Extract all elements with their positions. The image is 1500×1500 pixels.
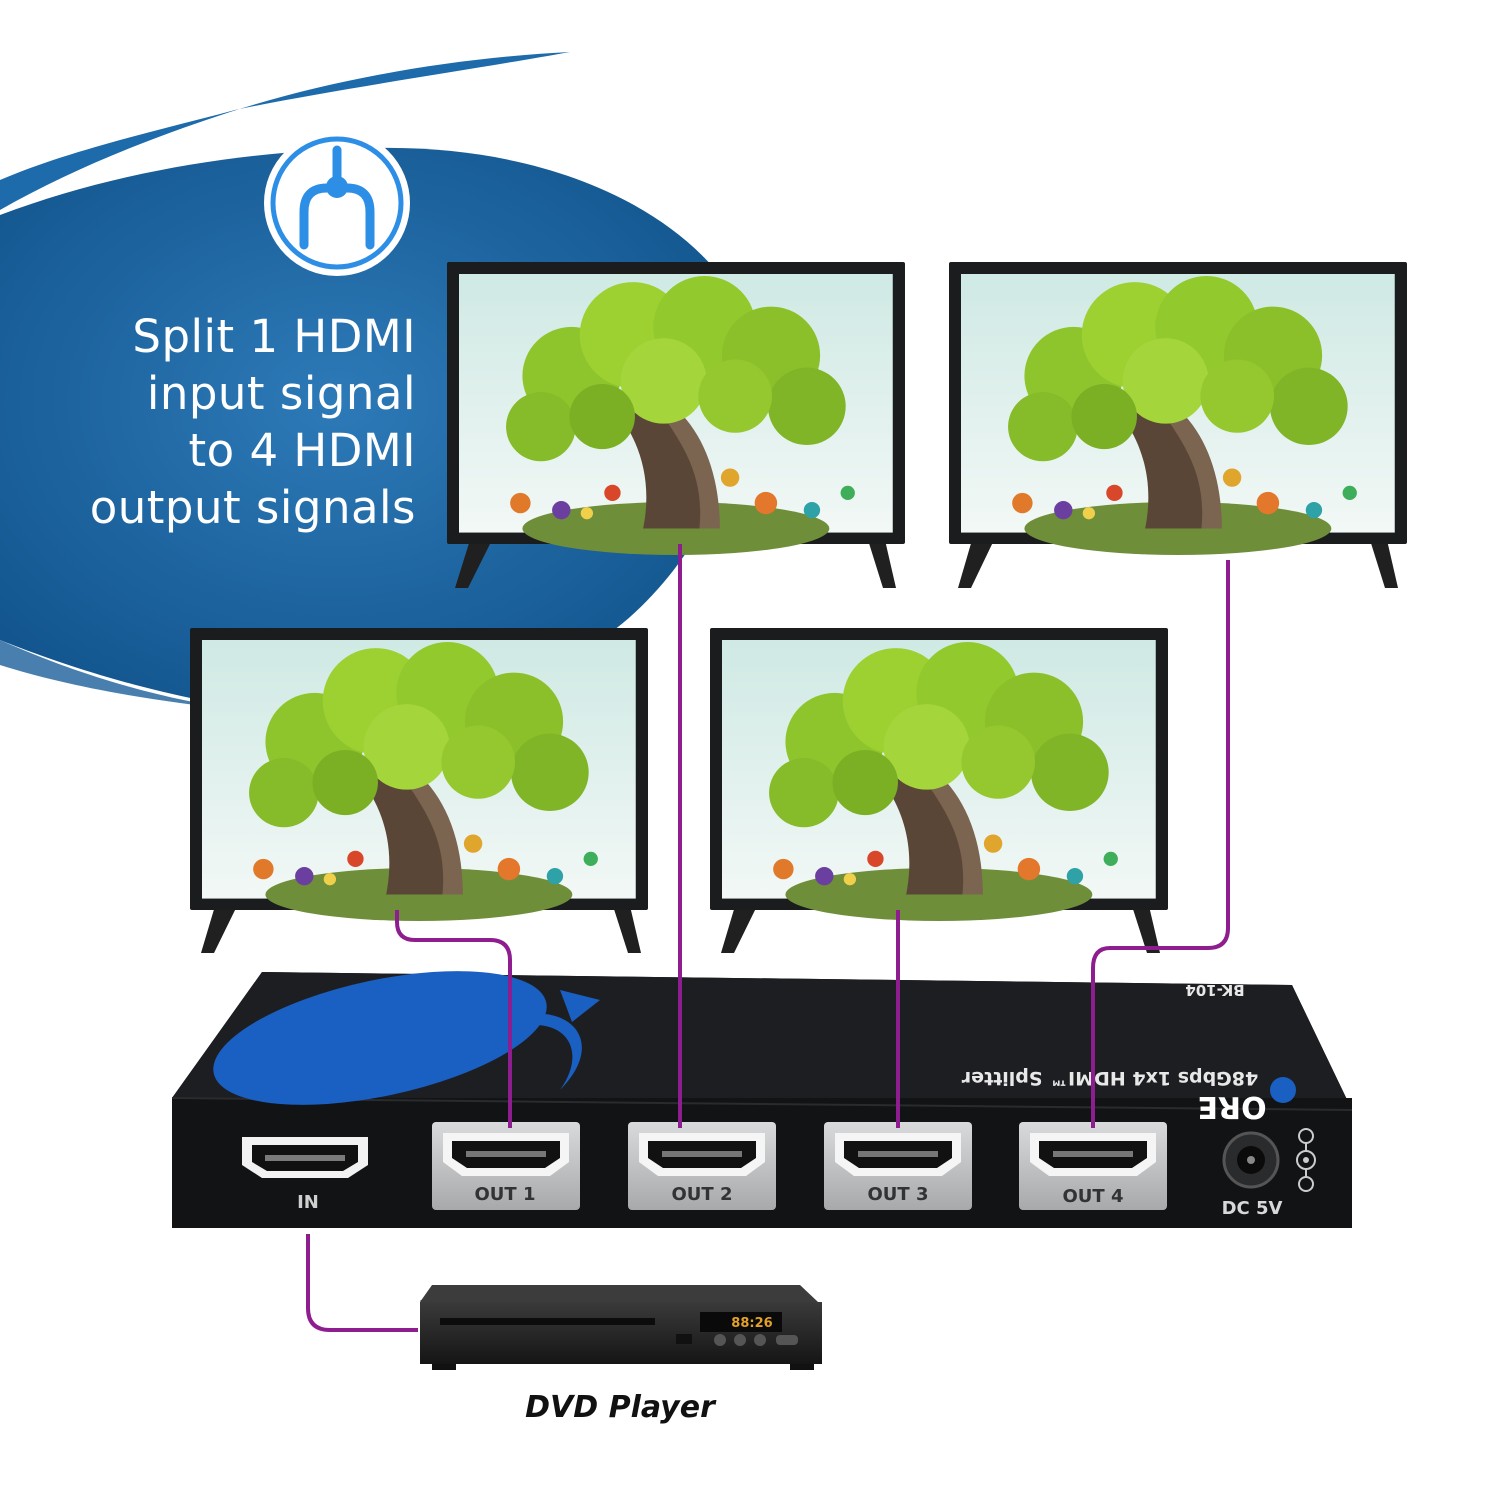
port-label-out3: OUT 3 [868, 1184, 929, 1205]
dvd-player: 88:26 [420, 1285, 822, 1370]
cable-out4 [1091, 560, 1230, 1128]
headline-line: to 4 HDMI [188, 424, 416, 477]
hdmi-out-port-2: OUT 2 [628, 1122, 776, 1210]
port-label-out2: OUT 2 [672, 1184, 733, 1205]
hdmi-in-port: IN [242, 1137, 368, 1213]
headline-line: Split 1 HDMI [132, 310, 416, 363]
hdmi-out-port-1: OUT 1 [432, 1122, 580, 1210]
tv-screen [961, 274, 1395, 555]
dvd-player-caption: DVD Player [525, 1390, 715, 1425]
port-label-out1: OUT 1 [475, 1184, 536, 1205]
tv-top-right [949, 262, 1407, 588]
tv-bottom-right [710, 628, 1168, 953]
model-label: BK-104 [1185, 981, 1244, 999]
cable-in [306, 1234, 418, 1332]
port-label-dc: DC 5V [1222, 1198, 1283, 1219]
dc-power-jack: DC 5V [1222, 1131, 1283, 1219]
cable-out1 [395, 910, 512, 1128]
disc-tray [440, 1318, 655, 1325]
tv-screen [202, 640, 636, 921]
hdmi-splitter: BK-104 48Gbps 1x4 HDMI™ Splitter ORE IN … [171, 971, 1353, 1228]
brand-badge [1270, 1077, 1296, 1103]
ore-logo [213, 971, 600, 1105]
dvd-display [700, 1312, 782, 1332]
hdmi-out-port-4: OUT 4 [1019, 1122, 1167, 1210]
tv-top-left [447, 262, 905, 588]
hdmi-out-port-3: OUT 3 [824, 1122, 972, 1210]
port-label-in: IN [297, 1192, 319, 1213]
polarity-icon [1296, 1128, 1316, 1192]
dvd-display-readout: 88:26 [731, 1316, 772, 1331]
hdmi-cables [306, 544, 1230, 1332]
headline-line: output signals [89, 481, 416, 534]
product-name-label: 48Gbps 1x4 HDMI™ Splitter [961, 1067, 1258, 1089]
tv-screen [459, 274, 893, 555]
split-connector-icon [264, 130, 410, 276]
tv-bottom-left [190, 628, 648, 953]
headline: Split 1 HDMI input signal to 4 HDMI outp… [20, 308, 416, 536]
port-label-out4: OUT 4 [1063, 1186, 1124, 1207]
usb-port [676, 1334, 692, 1344]
headline-line: input signal [146, 367, 416, 420]
brand-label: ORE [1197, 1089, 1266, 1124]
tv-screen [722, 640, 1156, 921]
